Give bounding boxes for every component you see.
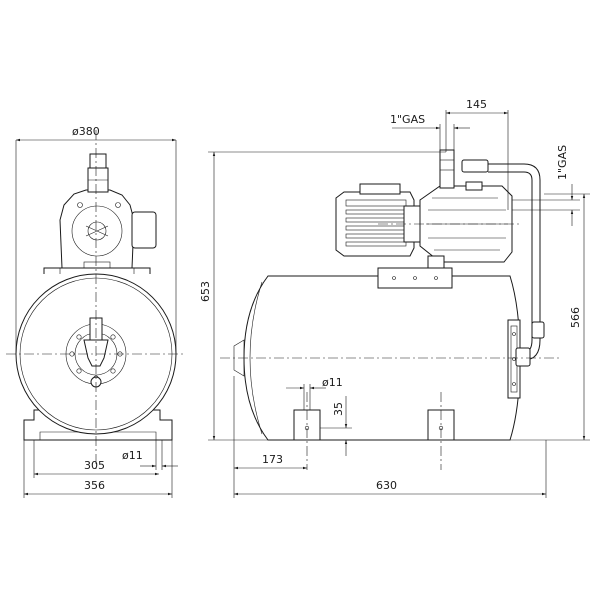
front-dim-356: 356 <box>23 440 173 498</box>
side-view: 653 566 145 1"GAS <box>199 98 590 498</box>
front-dim-diameter-label: ø380 <box>72 125 100 138</box>
side-dim-hole: ø11 <box>286 376 343 410</box>
front-dim-305-label: 305 <box>84 459 105 472</box>
side-dim-gas-outlet: 1"GAS <box>512 145 580 226</box>
front-dim-diameter: ø380 <box>15 125 177 354</box>
side-dim-35: 35 <box>320 396 352 456</box>
front-dim-305: 305 <box>33 440 159 478</box>
side-dim-gas-inlet: 1"GAS <box>390 113 470 150</box>
side-dim-hole-label: ø11 <box>322 376 343 389</box>
side-dim-145-label: 145 <box>466 98 487 111</box>
side-dim-630-label: 630 <box>376 479 397 492</box>
side-gas-outlet-label: 1"GAS <box>556 145 569 180</box>
side-flange <box>507 319 521 399</box>
front-pump-housing <box>59 189 157 269</box>
side-dim-173-label: 173 <box>262 453 283 466</box>
side-dim-630: 630 <box>234 440 547 498</box>
side-pump-head <box>419 181 513 269</box>
front-dim-hole-label: ø11 <box>122 449 143 462</box>
side-dim-173: 173 <box>233 376 307 498</box>
front-top-fitting <box>87 153 109 193</box>
side-pump-mount <box>377 267 453 289</box>
side-inlet-pipe <box>439 149 455 189</box>
side-dim-653-label: 653 <box>199 281 212 302</box>
side-gas-inlet-label: 1"GAS <box>390 113 425 126</box>
side-motor <box>335 183 421 257</box>
front-pump-support <box>43 267 151 274</box>
side-dim-566-label: 566 <box>569 307 582 328</box>
front-view: ø380 ø11 305 356 <box>6 125 186 498</box>
side-outlet-pipe <box>461 159 545 367</box>
side-dim-566: 566 <box>454 193 590 441</box>
front-dim-356-label: 356 <box>84 479 105 492</box>
side-dim-145: 145 <box>445 98 509 210</box>
front-dim-hole: ø11 <box>122 440 178 470</box>
side-dim-35-label: 35 <box>332 402 345 416</box>
side-dim-653: 653 <box>199 151 446 441</box>
